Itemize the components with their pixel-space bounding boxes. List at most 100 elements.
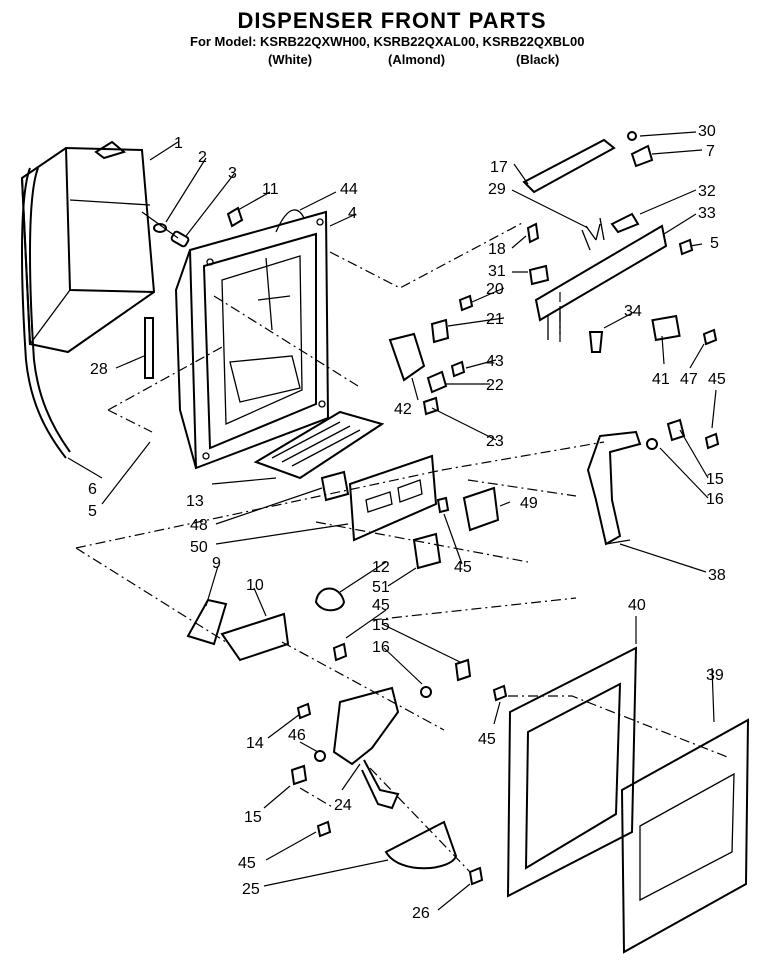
- callout-12: 12: [372, 559, 390, 576]
- callout-2: 2: [198, 149, 207, 166]
- part-board-49: [462, 486, 500, 532]
- callout-31: 31: [488, 263, 506, 280]
- part-bushing-2: [153, 223, 167, 233]
- callout-29: 29: [488, 181, 506, 198]
- part-hose-6: [21, 167, 67, 459]
- color-label-black: (Black): [516, 52, 560, 67]
- callout-25: 25: [242, 881, 260, 898]
- part-lever-33: [534, 217, 668, 340]
- callout-43: 43: [486, 353, 504, 370]
- part-screw-45a: [704, 432, 720, 450]
- part-housing-4: [174, 210, 330, 470]
- callout-16b: 16: [372, 639, 390, 656]
- callout-32: 32: [698, 183, 716, 200]
- part-screw-45b: [436, 496, 450, 514]
- callout-47: 47: [680, 371, 698, 388]
- part-plate-41: [651, 314, 681, 342]
- callout-23: 23: [486, 433, 504, 450]
- part-lamp-12: [314, 587, 346, 612]
- part-gasket-44: [275, 209, 305, 233]
- callout-38: 38: [708, 567, 726, 584]
- part-screw-20: [458, 294, 474, 312]
- part-bracket-42: [388, 332, 426, 382]
- callout-9: 9: [212, 555, 221, 572]
- part-screw-45e: [316, 820, 332, 838]
- part-clip-7: [630, 144, 654, 168]
- callout-28: 28: [90, 361, 108, 378]
- callout-45c: 45: [372, 597, 390, 614]
- callout-21: 21: [486, 311, 504, 328]
- part-grille-13: [253, 410, 385, 480]
- callout-51: 51: [372, 579, 390, 596]
- part-switch-32: [610, 212, 640, 234]
- part-ice-arm-24: [332, 686, 400, 810]
- callout-40: 40: [628, 597, 646, 614]
- part-water-arm-38: [586, 430, 642, 546]
- callout-11: 11: [262, 181, 279, 198]
- callout-5a: 5: [710, 235, 719, 252]
- part-strip-28: [144, 317, 154, 379]
- callout-15b: 15: [372, 617, 390, 634]
- part-spring-16b: [420, 686, 432, 698]
- callout-26: 26: [412, 905, 430, 922]
- part-spring-29: [585, 223, 601, 241]
- callout-45b: 45: [454, 559, 472, 576]
- part-screw-11: [226, 206, 244, 228]
- part-screw-43: [450, 360, 466, 378]
- part-bracket-10: [220, 612, 290, 662]
- part-screw-47: [702, 328, 718, 346]
- callout-18: 18: [488, 241, 506, 258]
- callout-50: 50: [190, 539, 208, 556]
- callout-44: 44: [340, 181, 358, 198]
- part-solenoid-34: [588, 331, 604, 353]
- callout-5b: 5: [88, 503, 97, 520]
- part-panel-39: [620, 718, 750, 954]
- part-screw-14: [296, 702, 312, 720]
- part-panel-50: [348, 454, 438, 542]
- part-frame-40: [506, 646, 638, 898]
- callout-45d: 45: [478, 731, 496, 748]
- callout-49: 49: [520, 495, 538, 512]
- part-screw-30: [627, 131, 637, 141]
- part-clip-15c: [290, 764, 308, 786]
- part-spring-46: [314, 750, 326, 762]
- part-drip-tray-25: [384, 820, 458, 870]
- callout-20: 20: [486, 281, 504, 298]
- color-label-almond: (Almond): [388, 52, 446, 67]
- part-bushing-3: [170, 230, 190, 248]
- callout-13: 13: [186, 493, 204, 510]
- callout-1: 1: [174, 135, 183, 152]
- callout-45a: 45: [708, 371, 726, 388]
- callout-41: 41: [652, 371, 670, 388]
- color-label-white: (White): [268, 52, 313, 67]
- callout-42: 42: [394, 401, 412, 418]
- part-screw-5a: [678, 238, 694, 256]
- callout-17: 17: [490, 159, 508, 176]
- callout-48: 48: [190, 517, 208, 534]
- callout-30: 30: [698, 123, 716, 140]
- part-ice-chute-1: [20, 140, 156, 354]
- callout-6: 6: [88, 481, 97, 498]
- callout-34: 34: [624, 303, 642, 320]
- callout-39: 39: [706, 667, 724, 684]
- page-title: DISPENSER FRONT PARTS: [237, 8, 547, 33]
- part-bracket-17: [522, 138, 616, 194]
- callout-33: 33: [698, 205, 716, 222]
- callout-4: 4: [348, 205, 357, 222]
- callout-10: 10: [246, 577, 264, 594]
- callout-7: 7: [706, 143, 715, 160]
- callout-46: 46: [288, 727, 306, 744]
- part-cover-48: [320, 470, 350, 502]
- leader-lines: [67, 131, 717, 911]
- callout-24: 24: [334, 797, 352, 814]
- part-screw-45c: [332, 642, 348, 662]
- callout-15a: 15: [706, 471, 724, 488]
- part-switch-51: [412, 532, 442, 570]
- callout-15c: 15: [244, 809, 262, 826]
- callout-22: 22: [486, 377, 504, 394]
- part-lens-9: [186, 598, 228, 646]
- part-screw-45d: [492, 684, 508, 702]
- part-screw-26: [468, 866, 484, 886]
- part-screw-23: [422, 396, 440, 416]
